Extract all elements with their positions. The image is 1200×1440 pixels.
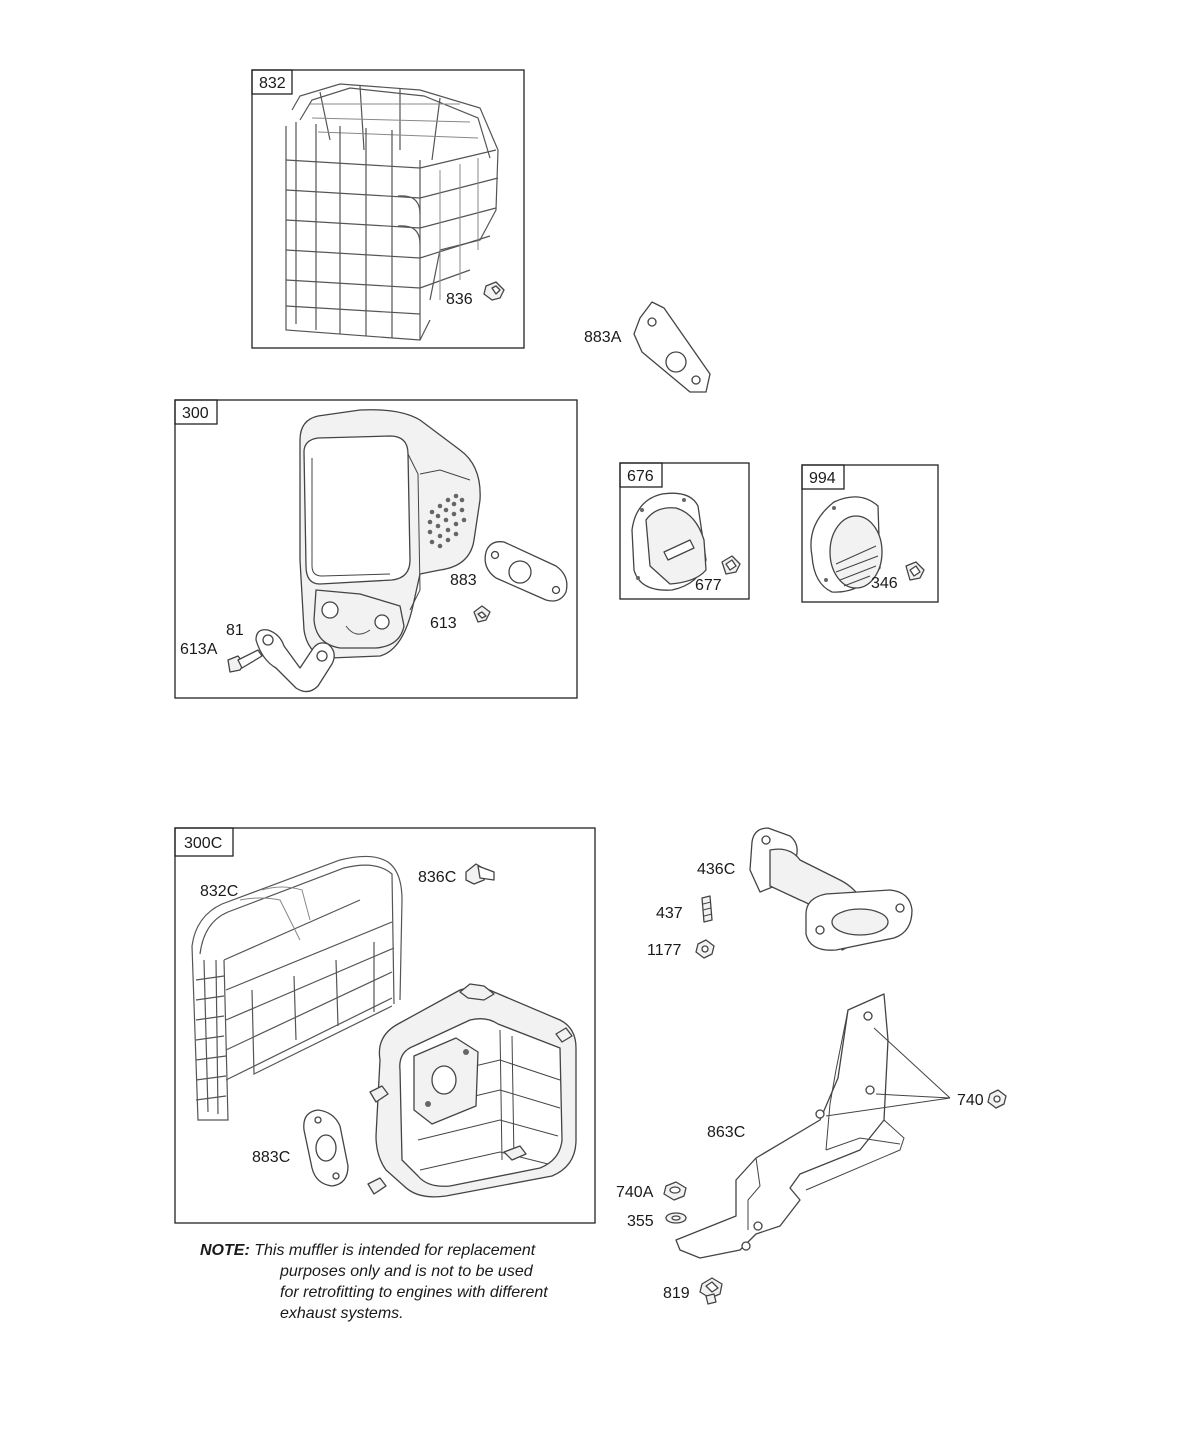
gasket-883a bbox=[633, 301, 711, 393]
label-740a: 740A bbox=[616, 1184, 654, 1201]
group-tag-300c: 300C bbox=[184, 835, 222, 852]
note-line-3: for retrofitting to engines with differe… bbox=[280, 1284, 548, 1301]
screw-346 bbox=[905, 561, 925, 581]
label-883c: 883C bbox=[252, 1149, 290, 1166]
muffler-vent-holes bbox=[427, 493, 467, 549]
bracket-863c bbox=[675, 993, 905, 1259]
group-tag-832: 832 bbox=[259, 75, 286, 92]
group-tag-300: 300 bbox=[182, 405, 209, 422]
label-346: 346 bbox=[871, 575, 898, 592]
strap-81 bbox=[255, 629, 335, 693]
group-box-300c bbox=[174, 827, 596, 1224]
label-832c: 832C bbox=[200, 883, 238, 900]
spark-arrester-994 bbox=[810, 496, 883, 593]
bolt-613a bbox=[227, 649, 263, 673]
label-836c: 836C bbox=[418, 869, 456, 886]
note-line-2: purposes only and is not to be used bbox=[280, 1263, 533, 1280]
label-436c: 436C bbox=[697, 861, 735, 878]
label-613a: 613A bbox=[180, 641, 218, 658]
note-line-4: exhaust systems. bbox=[280, 1305, 404, 1322]
label-883a: 883A bbox=[584, 329, 622, 346]
label-355: 355 bbox=[627, 1213, 654, 1230]
replacement-note: NOTE: This muffler is intended for repla… bbox=[200, 1240, 572, 1324]
label-863c: 863C bbox=[707, 1124, 745, 1141]
nut-740a bbox=[663, 1181, 687, 1201]
muffler-300c bbox=[367, 983, 577, 1198]
group-tag-box-994 bbox=[801, 464, 845, 490]
group-tag-box-676 bbox=[619, 462, 663, 488]
leader-740 bbox=[825, 1027, 951, 1117]
group-box-300 bbox=[174, 399, 578, 699]
label-437: 437 bbox=[656, 905, 683, 922]
screw-677 bbox=[721, 555, 741, 575]
stud-437 bbox=[701, 895, 713, 923]
bolt-613 bbox=[473, 605, 491, 623]
label-883: 883 bbox=[450, 572, 477, 589]
note-line-1: NOTE: This muffler is intended for repla… bbox=[200, 1240, 572, 1261]
note-label: NOTE: bbox=[200, 1242, 250, 1259]
nut-1177 bbox=[695, 939, 715, 959]
group-box-676 bbox=[619, 462, 750, 600]
label-81: 81 bbox=[226, 622, 244, 639]
bolt-836c bbox=[465, 863, 495, 885]
note-text-1: This muffler is intended for replacement bbox=[254, 1242, 536, 1259]
label-613: 613 bbox=[430, 615, 457, 632]
group-tag-994: 994 bbox=[809, 470, 836, 487]
washer-355 bbox=[665, 1212, 687, 1224]
group-box-832 bbox=[251, 69, 525, 349]
deflector-676 bbox=[631, 492, 707, 591]
group-tag-box-300c bbox=[174, 827, 234, 857]
label-740: 740 bbox=[957, 1092, 984, 1109]
label-1177: 1177 bbox=[647, 942, 682, 959]
group-tag-box-832 bbox=[251, 69, 293, 95]
muffler-300 bbox=[299, 409, 481, 659]
label-819: 819 bbox=[663, 1285, 690, 1302]
group-box-994 bbox=[801, 464, 939, 603]
gasket-883 bbox=[484, 541, 568, 602]
bolt-819 bbox=[699, 1277, 723, 1305]
exhaust-elbow-436c bbox=[749, 827, 913, 951]
gasket-883c bbox=[303, 1109, 349, 1187]
bolt-836 bbox=[483, 281, 505, 301]
group-tag-676: 676 bbox=[627, 468, 654, 485]
label-677: 677 bbox=[695, 577, 722, 594]
wire-guard-832 bbox=[285, 83, 499, 341]
wire-guard-832c bbox=[191, 855, 403, 1121]
nut-740 bbox=[987, 1089, 1007, 1109]
group-tag-box-300 bbox=[174, 399, 218, 425]
label-836: 836 bbox=[446, 291, 473, 308]
